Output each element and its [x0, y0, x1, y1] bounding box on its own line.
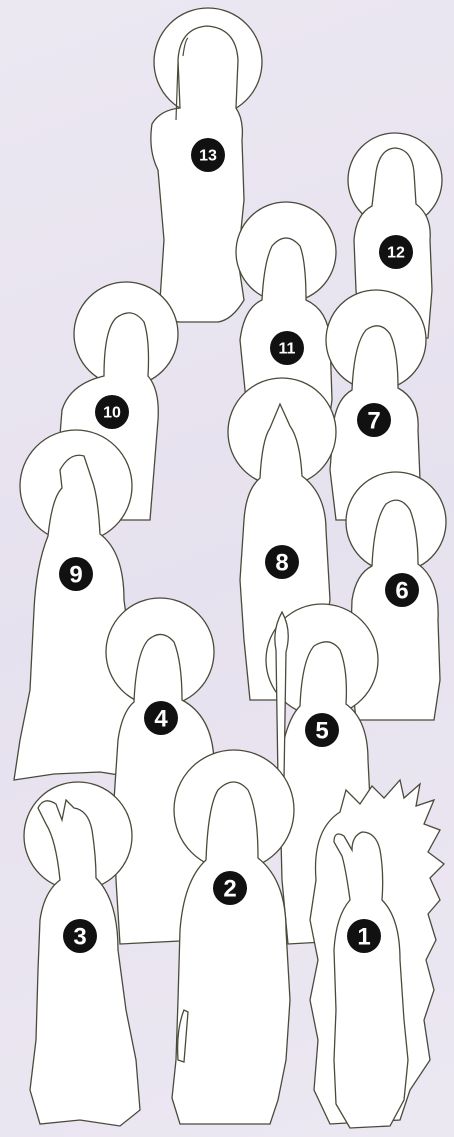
badge-number: 3	[73, 924, 86, 951]
badge-number: 12	[387, 245, 405, 262]
number-badge-13: 13	[191, 138, 225, 172]
badge-number: 5	[315, 718, 328, 745]
number-badge-5: 5	[305, 713, 339, 747]
badge-number: 9	[69, 562, 82, 589]
badge-number: 10	[103, 405, 121, 422]
number-badge-12: 12	[379, 235, 413, 269]
number-badge-9: 9	[59, 557, 93, 591]
number-badge-6: 6	[385, 573, 419, 607]
badge-number: 13	[199, 148, 217, 165]
number-badge-11: 11	[270, 331, 304, 365]
number-badge-1: 1	[347, 919, 381, 953]
number-badge-3: 3	[63, 919, 97, 953]
badge-number: 6	[395, 578, 408, 605]
number-badge-7: 7	[357, 403, 391, 437]
number-badge-8: 8	[265, 545, 299, 579]
number-badge-4: 4	[144, 701, 178, 735]
badge-number: 2	[223, 876, 236, 903]
badge-number: 8	[275, 550, 288, 577]
badge-number: 4	[154, 706, 168, 733]
badge-number: 11	[279, 341, 296, 358]
number-badge-2: 2	[213, 871, 247, 905]
badge-number: 7	[367, 408, 380, 435]
number-badge-10: 10	[95, 395, 129, 429]
badge-number: 1	[357, 924, 370, 951]
